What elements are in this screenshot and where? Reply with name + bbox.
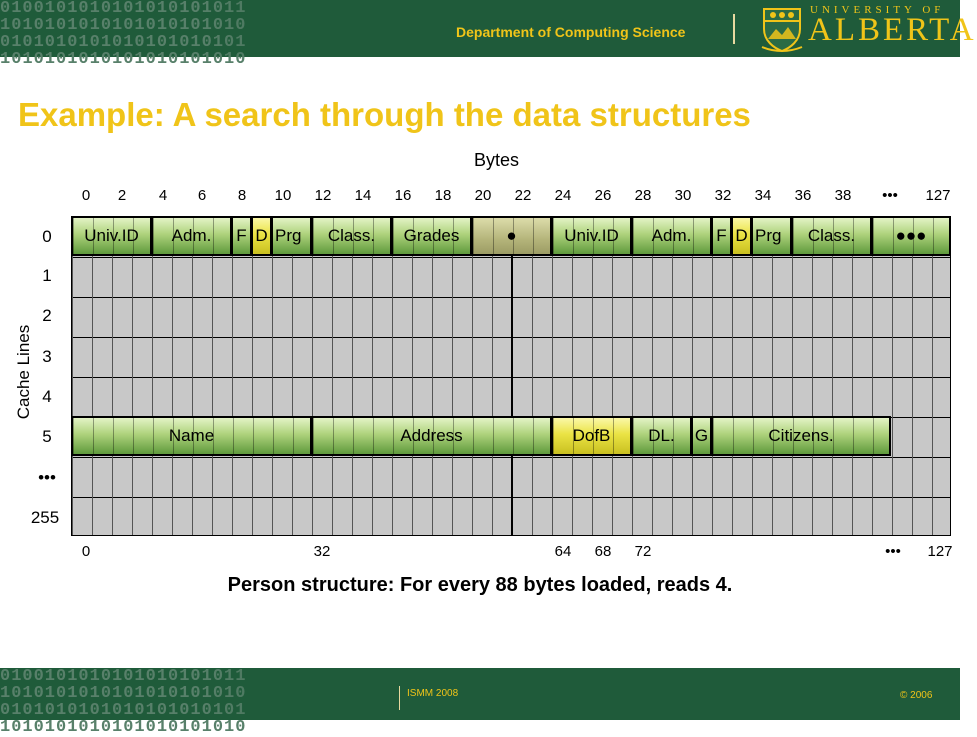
- footer-band: 0100101010101010101011 10101010101010101…: [0, 668, 960, 736]
- field-label: Univ.ID: [84, 226, 139, 245]
- field-label: Name: [168, 426, 215, 445]
- header-band: 0100101010101010101011 10101010101010101…: [0, 0, 974, 68]
- bytes-axis-label: Bytes: [474, 150, 520, 170]
- top-tick-1: 2: [117, 187, 127, 204]
- field-label: ●: [506, 226, 517, 245]
- field-label: D: [255, 226, 268, 245]
- field-11: D: [731, 216, 752, 256]
- grid-divider: [511, 256, 513, 536]
- field-label: DL.: [648, 426, 675, 445]
- field-label: F: [236, 226, 247, 245]
- field-12: Prg: [751, 216, 792, 256]
- header-separator: [733, 14, 735, 44]
- field-16: Address: [311, 416, 552, 456]
- field-13: Class.: [791, 216, 872, 256]
- department-name: Department of Computing Science: [456, 24, 686, 40]
- binary-decoration-footer: 0100101010101010101011 10101010101010101…: [0, 667, 247, 737]
- field-label: Univ.ID: [564, 226, 619, 245]
- top-tick-17: 34: [754, 187, 772, 204]
- field-18: DL.: [631, 416, 692, 456]
- bottom-tick-1: 32: [313, 543, 331, 560]
- university-label: UNIVERSITY OF: [810, 4, 945, 16]
- top-tick-21: 127: [925, 187, 951, 204]
- cache-lines-axis-label: Cache Lines: [14, 324, 33, 420]
- field-label: DofB: [572, 426, 611, 445]
- footer-event: ISMM 2008: [407, 688, 459, 699]
- field-label: Class.: [327, 226, 376, 245]
- university-crest-icon: [761, 8, 803, 53]
- top-tick-4: 8: [237, 187, 247, 204]
- top-tick-14: 28: [634, 187, 652, 204]
- field-6: Grades: [391, 216, 472, 256]
- field-7: ●: [471, 216, 552, 256]
- top-tick-12: 24: [554, 187, 572, 204]
- row-label-6: •••: [38, 468, 56, 487]
- top-tick-9: 18: [434, 187, 452, 204]
- field-label: Address: [400, 426, 463, 445]
- field-1: Adm.: [151, 216, 232, 256]
- university-name: ALBERTA: [808, 12, 977, 48]
- row-label-7: 255: [30, 508, 60, 527]
- field-label: D: [735, 226, 748, 245]
- field-label: Adm.: [171, 226, 212, 245]
- field-3: D: [251, 216, 272, 256]
- top-tick-15: 30: [674, 187, 692, 204]
- bottom-tick-5: •••: [885, 543, 901, 560]
- bottom-tick-3: 68: [594, 543, 612, 560]
- top-tick-0: 0: [81, 187, 91, 204]
- binary-fade-footer: [200, 668, 460, 720]
- field-label: Class.: [807, 226, 856, 245]
- top-tick-19: 38: [834, 187, 852, 204]
- field-9: Adm.: [631, 216, 712, 256]
- row-label-2: 2: [42, 306, 52, 325]
- binary-fade: [200, 0, 460, 57]
- top-tick-18: 36: [794, 187, 812, 204]
- field-label: ●●●: [895, 226, 927, 245]
- field-label: Prg: [275, 226, 302, 245]
- field-label: Adm.: [651, 226, 692, 245]
- field-17: DofB: [551, 416, 632, 456]
- top-tick-5: 10: [274, 187, 292, 204]
- field-14: ●●●: [871, 216, 951, 256]
- field-label: Prg: [755, 226, 782, 245]
- top-tick-3: 6: [197, 187, 207, 204]
- top-tick-20: •••: [882, 187, 898, 204]
- top-tick-11: 22: [514, 187, 532, 204]
- caption: Person structure: For every 88 bytes loa…: [227, 574, 733, 596]
- row-label-4: 4: [42, 387, 52, 406]
- top-tick-13: 26: [594, 187, 612, 204]
- field-19: G: [691, 416, 712, 456]
- top-tick-16: 32: [714, 187, 732, 204]
- row-label-1: 1: [42, 266, 52, 285]
- field-5: Class.: [311, 216, 392, 256]
- top-tick-10: 20: [474, 187, 492, 204]
- footer-copyright: © 2006: [900, 690, 933, 701]
- binary-decoration: 0100101010101010101011 10101010101010101…: [0, 0, 247, 69]
- footer-separator: [399, 686, 400, 710]
- bottom-tick-2: 64: [554, 543, 572, 560]
- field-label: G: [694, 426, 709, 445]
- field-4: Prg: [271, 216, 312, 256]
- field-label: Grades: [403, 226, 460, 245]
- field-2: F: [231, 216, 252, 256]
- field-0: Univ.ID: [71, 216, 152, 256]
- bottom-tick-4: 72: [634, 543, 652, 560]
- row-label-5: 5: [42, 427, 52, 446]
- field-label: Citizens.: [768, 426, 834, 445]
- field-10: F: [711, 216, 732, 256]
- field-15: Name: [71, 416, 312, 456]
- field-8: Univ.ID: [551, 216, 632, 256]
- top-tick-7: 14: [354, 187, 372, 204]
- field-label: F: [716, 226, 727, 245]
- top-tick-2: 4: [158, 187, 168, 204]
- page-title: Example: A search through the data struc…: [18, 96, 751, 133]
- row-label-3: 3: [42, 347, 52, 366]
- row-label-0: 0: [42, 227, 52, 246]
- top-tick-8: 16: [394, 187, 412, 204]
- bottom-tick-6: 127: [927, 543, 953, 560]
- bottom-tick-0: 0: [81, 543, 91, 560]
- field-20: Citizens.: [711, 416, 891, 456]
- top-tick-6: 12: [314, 187, 332, 204]
